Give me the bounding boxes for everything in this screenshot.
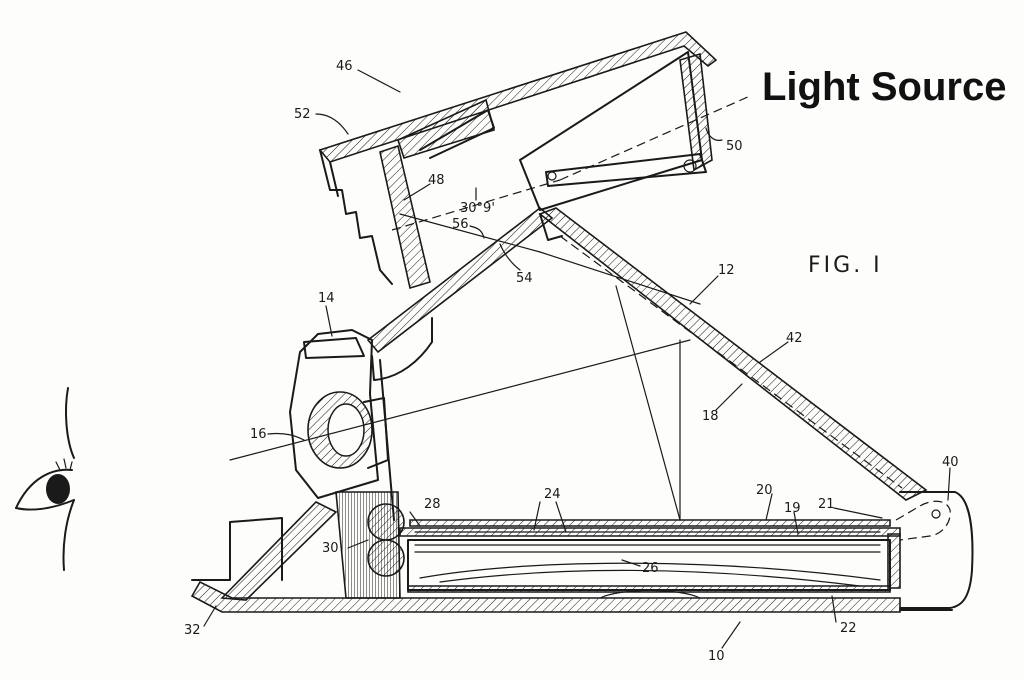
ref-32: 32: [184, 623, 201, 638]
ref-16: 16: [250, 427, 267, 442]
ref-18: 18: [702, 409, 719, 424]
reference-numerals: 46 52 48 50 30°9' 56 54 12 14 42 18 16 4…: [184, 59, 959, 664]
ref-24: 24: [544, 487, 561, 502]
lens-assembly: [289, 329, 401, 599]
rear-mirror-panel: [538, 207, 928, 501]
figure-label: FIG. I: [808, 253, 883, 278]
camera-base: [190, 491, 974, 613]
ref-52: 52: [294, 107, 311, 122]
ref-50: 50: [726, 139, 743, 154]
ref-56: 56: [452, 217, 469, 232]
angle-label: 30°9': [460, 201, 495, 216]
top-housing: [318, 31, 718, 290]
ref-46: 46: [336, 59, 353, 74]
ref-26: 26: [642, 561, 659, 576]
front-slant-wall: [366, 206, 554, 521]
end-chamber: [887, 500, 951, 589]
ref-54: 54: [516, 271, 533, 286]
ref-21: 21: [818, 497, 835, 512]
ref-48: 48: [428, 173, 445, 188]
viewer-flap: [220, 501, 338, 601]
ref-42: 42: [786, 331, 803, 346]
light-source-callout: Light Source: [762, 65, 1006, 109]
ref-20: 20: [756, 483, 773, 498]
ref-30: 30: [322, 541, 339, 556]
optical-rays: [229, 95, 751, 521]
ref-14: 14: [318, 291, 335, 306]
leader-lines: [203, 69, 951, 649]
film-layers: [409, 519, 891, 553]
ref-12: 12: [718, 263, 735, 278]
ref-19: 19: [784, 501, 801, 516]
eye-icon: [15, 387, 75, 571]
ref-40: 40: [942, 455, 959, 470]
ref-28: 28: [424, 497, 441, 512]
ref-22: 22: [840, 621, 857, 636]
ref-10: 10: [708, 649, 725, 664]
